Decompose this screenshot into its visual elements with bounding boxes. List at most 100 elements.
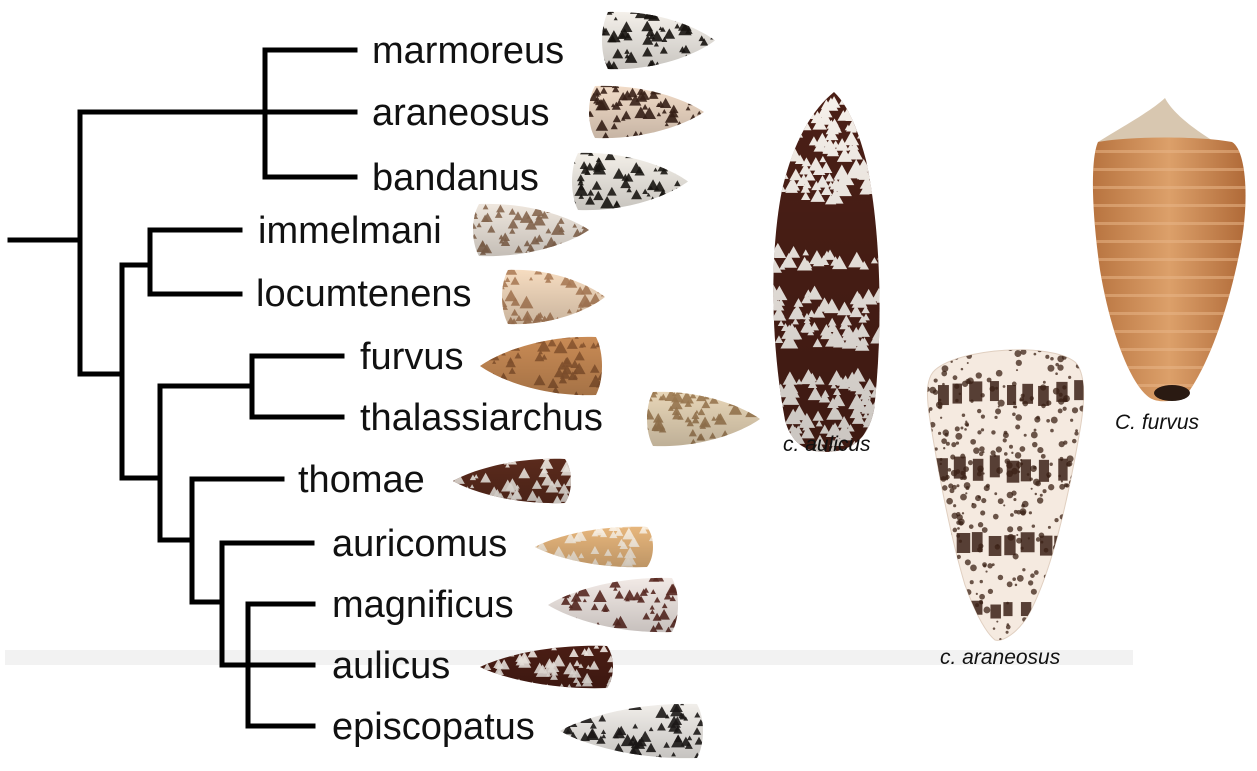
araneosus-shell-mark bbox=[694, 126, 702, 133]
episcopatus-shell-mark bbox=[579, 754, 584, 759]
magnificus-shell-mark bbox=[558, 577, 567, 585]
thalassiarchus-shell-mark bbox=[731, 445, 738, 452]
thomae-shell-mark bbox=[515, 502, 519, 506]
specimen-araneosus-mark bbox=[934, 378, 938, 382]
caption-aulicus: c. aulicus bbox=[783, 433, 871, 456]
specimen-araneosus-mark bbox=[925, 540, 929, 544]
specimen-araneosus-mark bbox=[1006, 631, 1009, 634]
specimen-aulicus-mark bbox=[857, 120, 869, 131]
specimen-aulicus-mark bbox=[779, 122, 797, 138]
specimen-araneosus-mark bbox=[996, 370, 1003, 377]
specimen-araneosus-mark bbox=[1052, 557, 1055, 560]
specimen-araneosus-mark bbox=[1075, 594, 1081, 600]
specimen-araneosus-mark bbox=[968, 616, 973, 621]
specimen-aulicus-mark bbox=[776, 108, 784, 116]
specimen-araneosus-mark bbox=[937, 593, 939, 595]
specimen-araneosus-mark bbox=[932, 576, 936, 580]
specimen-aulicus-mark bbox=[878, 448, 887, 456]
magnificus-shell-mark bbox=[550, 624, 561, 634]
specimen-araneosus-mark bbox=[961, 595, 968, 602]
specimen-araneosus-band bbox=[1072, 605, 1083, 619]
specimen-aulicus-mark bbox=[770, 168, 778, 175]
specimen-araneosus-mark bbox=[940, 631, 946, 637]
episcopatus-shell-mark bbox=[589, 697, 597, 704]
specimen-araneosus-mark bbox=[1024, 434, 1027, 437]
specimen-araneosus-mark bbox=[934, 475, 939, 480]
taxon-label-auricomus: auricomus bbox=[332, 523, 507, 565]
marmoreus-shell-mark bbox=[708, 43, 720, 54]
thomae-shell-mark bbox=[465, 459, 477, 470]
bandanus-shell-mark bbox=[665, 207, 673, 214]
specimen-araneosus-mark bbox=[1065, 507, 1067, 509]
specimen-araneosus-mark bbox=[1064, 634, 1070, 640]
specimen-araneosus-band bbox=[1004, 535, 1015, 555]
specimen-araneosus-mark bbox=[943, 564, 946, 567]
locumtenens-shell-mark bbox=[503, 261, 513, 270]
bandanus-shell-mark bbox=[651, 211, 655, 215]
specimen-aulicus-mark bbox=[876, 407, 893, 423]
specimen-araneosus-mark bbox=[929, 387, 936, 394]
specimen-araneosus-band bbox=[989, 536, 1002, 556]
thalassiarchus-shell-mark bbox=[734, 392, 742, 399]
specimen-araneosus-mark bbox=[940, 576, 943, 579]
shell-auricomus bbox=[530, 517, 659, 574]
specimen-araneosus-mark bbox=[1079, 406, 1085, 412]
specimen-araneosus-mark bbox=[981, 415, 985, 419]
magnificus-shell-mark bbox=[547, 630, 555, 637]
specimen-araneosus-mark bbox=[1003, 438, 1007, 442]
specimen-araneosus-mark bbox=[1060, 536, 1065, 541]
specimen-araneosus-mark bbox=[1063, 440, 1067, 444]
specimen-araneosus-mark bbox=[937, 567, 943, 573]
specimen-araneosus-mark bbox=[1003, 432, 1009, 438]
locumtenens-shell-mark bbox=[589, 272, 602, 284]
specimen-araneosus-mark bbox=[966, 353, 972, 359]
specimen-araneosus-mark bbox=[1068, 590, 1072, 594]
specimen-araneosus-mark bbox=[1033, 466, 1036, 469]
specimen-araneosus-mark bbox=[952, 611, 957, 616]
marmoreus-shell-mark bbox=[711, 48, 717, 53]
specimen-araneosus-mark bbox=[1058, 409, 1063, 414]
specimen-araneosus-mark bbox=[1080, 627, 1085, 632]
episcopatus-shell-mark bbox=[560, 702, 565, 706]
auricomus-shell-mark bbox=[530, 533, 541, 543]
specimen-araneosus-mark bbox=[964, 428, 967, 431]
specimen-araneosus-mark bbox=[944, 613, 949, 618]
specimen-araneosus-mark bbox=[968, 460, 973, 465]
specimen-araneosus-mark bbox=[1061, 612, 1066, 617]
magnificus-shell-mark bbox=[578, 569, 590, 579]
specimen-araneosus-band bbox=[990, 381, 999, 401]
specimen-araneosus-mark bbox=[927, 557, 932, 562]
shell-magnificus bbox=[544, 569, 684, 640]
specimen-araneosus-mark bbox=[1031, 488, 1033, 490]
furvus-shell-mark bbox=[491, 341, 496, 346]
specimen-aulicus-mark bbox=[766, 435, 783, 450]
specimen-araneosus-band bbox=[1007, 461, 1020, 483]
specimen-araneosus-mark bbox=[986, 484, 990, 488]
immelmani-shell-mark bbox=[571, 210, 576, 215]
magnificus-shell-mark bbox=[564, 570, 577, 581]
thomae-shell-mark bbox=[481, 454, 494, 466]
specimen-araneosus-mark bbox=[1057, 364, 1063, 370]
specimen-araneosus-mark bbox=[923, 519, 927, 523]
specimen-araneosus-mark bbox=[1017, 526, 1022, 531]
specimen-aulicus-mark bbox=[784, 97, 791, 103]
specimen-araneosus-mark bbox=[1055, 372, 1058, 375]
bandanus-shell-mark bbox=[565, 207, 575, 216]
immelmani-shell-mark bbox=[471, 245, 475, 249]
specimen-araneosus-mark bbox=[937, 618, 939, 620]
episcopatus-shell-mark bbox=[557, 755, 564, 761]
bandanus-shell-mark bbox=[662, 155, 667, 160]
specimen-araneosus-mark bbox=[1067, 586, 1071, 590]
specimen-araneosus-band bbox=[936, 458, 948, 480]
specimen-araneosus-band bbox=[1076, 458, 1086, 480]
locumtenens-shell-mark bbox=[584, 317, 596, 327]
specimen-araneosus-mark bbox=[1032, 524, 1035, 527]
specimen-araneosus-mark bbox=[935, 561, 939, 565]
specimen-araneosus-mark bbox=[980, 580, 983, 583]
magnificus-shell-mark bbox=[547, 620, 553, 625]
specimen-araneosus-mark bbox=[924, 481, 928, 485]
auricomus-shell-mark bbox=[551, 558, 562, 568]
specimen-araneosus-mark bbox=[1069, 480, 1074, 485]
magnificus-shell-mark bbox=[598, 579, 602, 583]
specimen-araneosus-mark bbox=[1068, 519, 1075, 526]
